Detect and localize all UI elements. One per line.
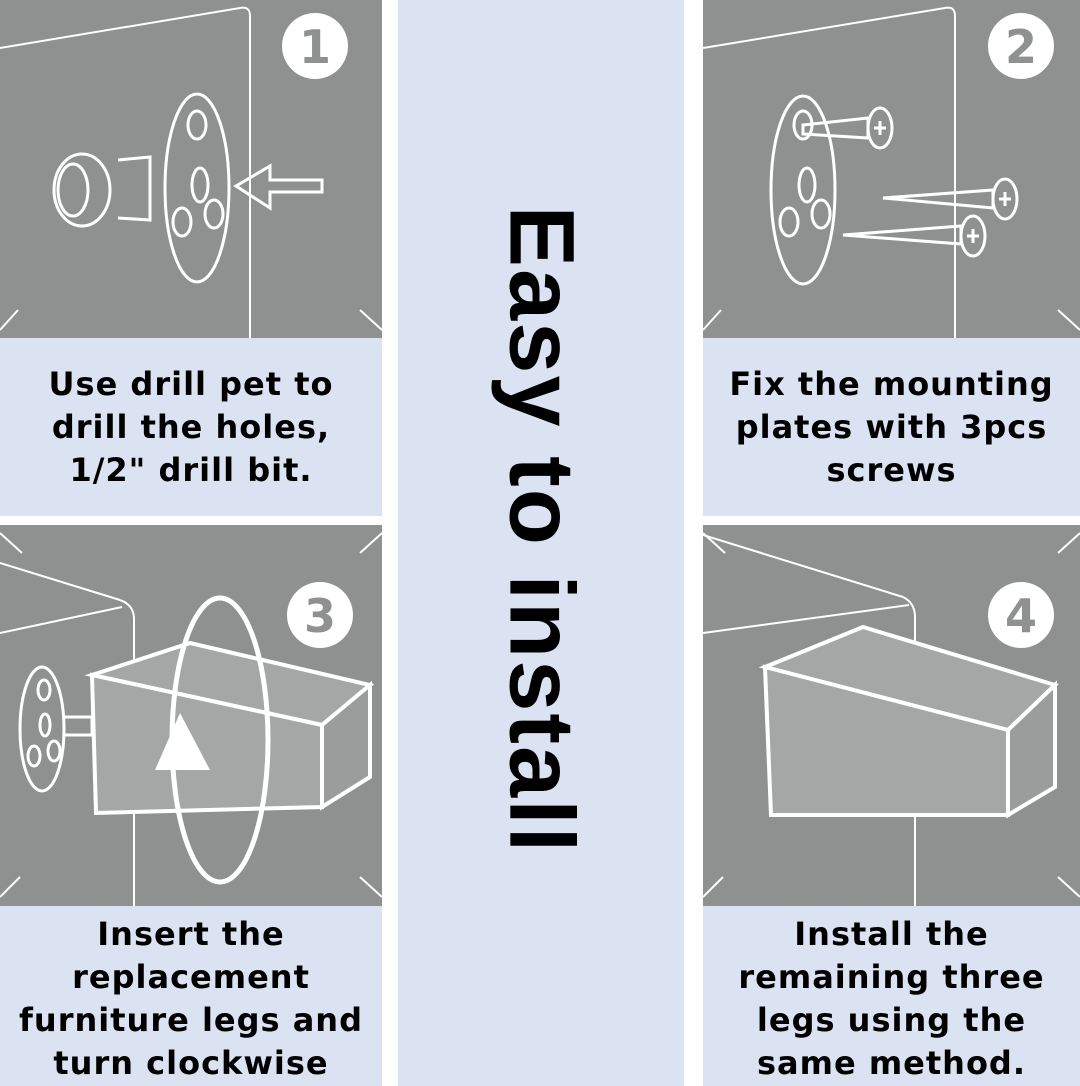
caption-line: 1/2" drill bit. [69,450,313,489]
page-title: Easy to install [490,205,593,855]
screw-icon [801,106,894,150]
svg-text:4: 4 [1005,589,1037,643]
caption-line: same method. [756,1044,1026,1082]
svg-text:2: 2 [1005,20,1037,74]
step-3-panel: 3 Insert the replacement furniture legs … [0,525,382,1086]
screw-icon [842,214,987,258]
step-1-caption: Use drill pet to drill the holes, 1/2" d… [0,338,382,516]
screw-icon [882,177,1019,221]
step-4-panel: 4 Install the remaining three legs using… [703,525,1080,1086]
svg-text:3: 3 [304,589,336,643]
step-2-illustration: 2 [703,0,1080,338]
caption-line: plates with 3pcs [735,407,1048,446]
caption-line: replacement [72,958,310,996]
step-2-caption: Fix the mounting plates with 3pcs screws [703,338,1080,516]
step-badge-3: 3 [287,582,353,648]
arrow-left-icon [233,163,324,211]
caption-line: legs using the [756,1001,1027,1039]
step-4-illustration: 4 [703,525,1080,906]
mounting-plate-icon [18,665,94,793]
step-badge-4: 4 [988,582,1054,648]
center-strip [398,0,684,1086]
mounting-plate-icon [769,94,837,286]
caption-line: remaining three [738,958,1045,996]
step-2-panel: 2 Fix the mounting plates with 3pcs scre… [703,0,1080,516]
step-3-caption: Insert the replacement furniture legs an… [0,906,382,1086]
caption-line: furniture legs and [19,1001,363,1039]
step-badge-1: 1 [282,13,348,79]
caption-line: drill the holes, [51,407,331,446]
caption-line: screws [826,450,957,489]
caption-line: turn clockwise [53,1044,329,1082]
caption-line: Insert the [97,915,285,953]
step-1-illustration: 1 [0,0,382,338]
svg-text:1: 1 [299,20,331,74]
step-4-caption: Install the remaining three legs using t… [703,906,1080,1086]
furniture-leg-icon [758,624,1059,819]
mounting-plate-icon [52,92,231,284]
step-1-panel: 1 Use drill pet to drill the holes, 1/2"… [0,0,382,516]
caption-line: Use drill pet to [48,364,334,403]
step-3-illustration: 3 [0,525,382,906]
caption-line: Fix the mounting [729,364,1054,403]
caption-line: Install the [794,915,989,953]
up-arrow-icon [155,713,210,770]
step-badge-2: 2 [988,13,1054,79]
